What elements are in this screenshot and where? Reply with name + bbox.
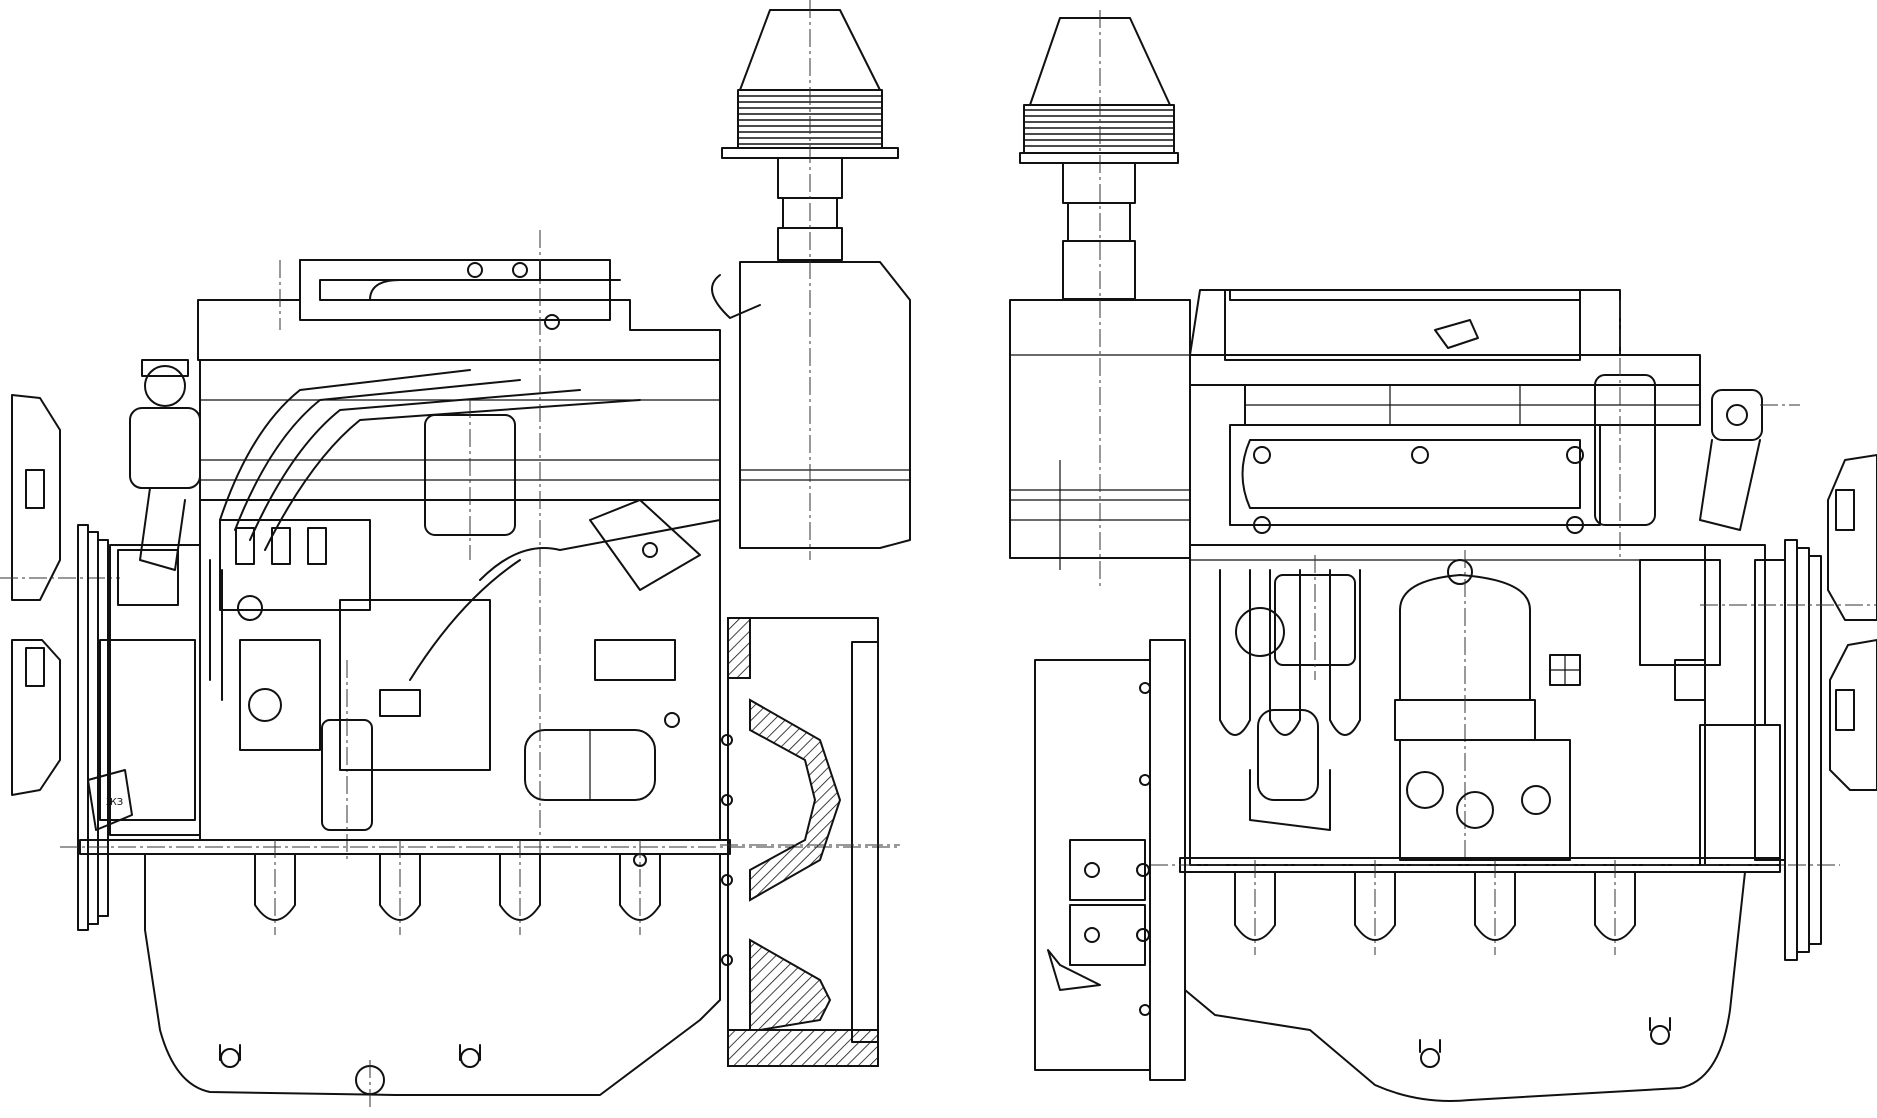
left-pulley-stack (77, 524, 201, 931)
tag-label: ЖЗ (106, 797, 123, 808)
right-fan (1827, 454, 1877, 791)
left-side-view: ЖЗ (0, 0, 911, 1110)
right-oil-pan (1184, 871, 1746, 1102)
right-air-cleaner (1009, 10, 1191, 590)
right-front-plate (1034, 639, 1186, 1081)
left-fan (0, 394, 120, 796)
left-engine-block (60, 230, 900, 867)
right-air-cleaner-fins (1024, 109, 1174, 147)
left-air-cleaner (711, 0, 911, 560)
right-thermostat (1699, 389, 1800, 531)
left-oil-pan (144, 853, 721, 1110)
right-cylinder-skirts (1234, 860, 1636, 955)
right-side-view (1009, 10, 1877, 1102)
left-flywheel-housing (720, 617, 900, 1067)
right-pulley-stack (1700, 539, 1877, 961)
left-cylinder-skirts (254, 840, 661, 935)
left-water-pump: ЖЗ (87, 359, 201, 831)
right-crankcase (1150, 544, 1840, 873)
right-cylinder-head (1189, 289, 1701, 560)
